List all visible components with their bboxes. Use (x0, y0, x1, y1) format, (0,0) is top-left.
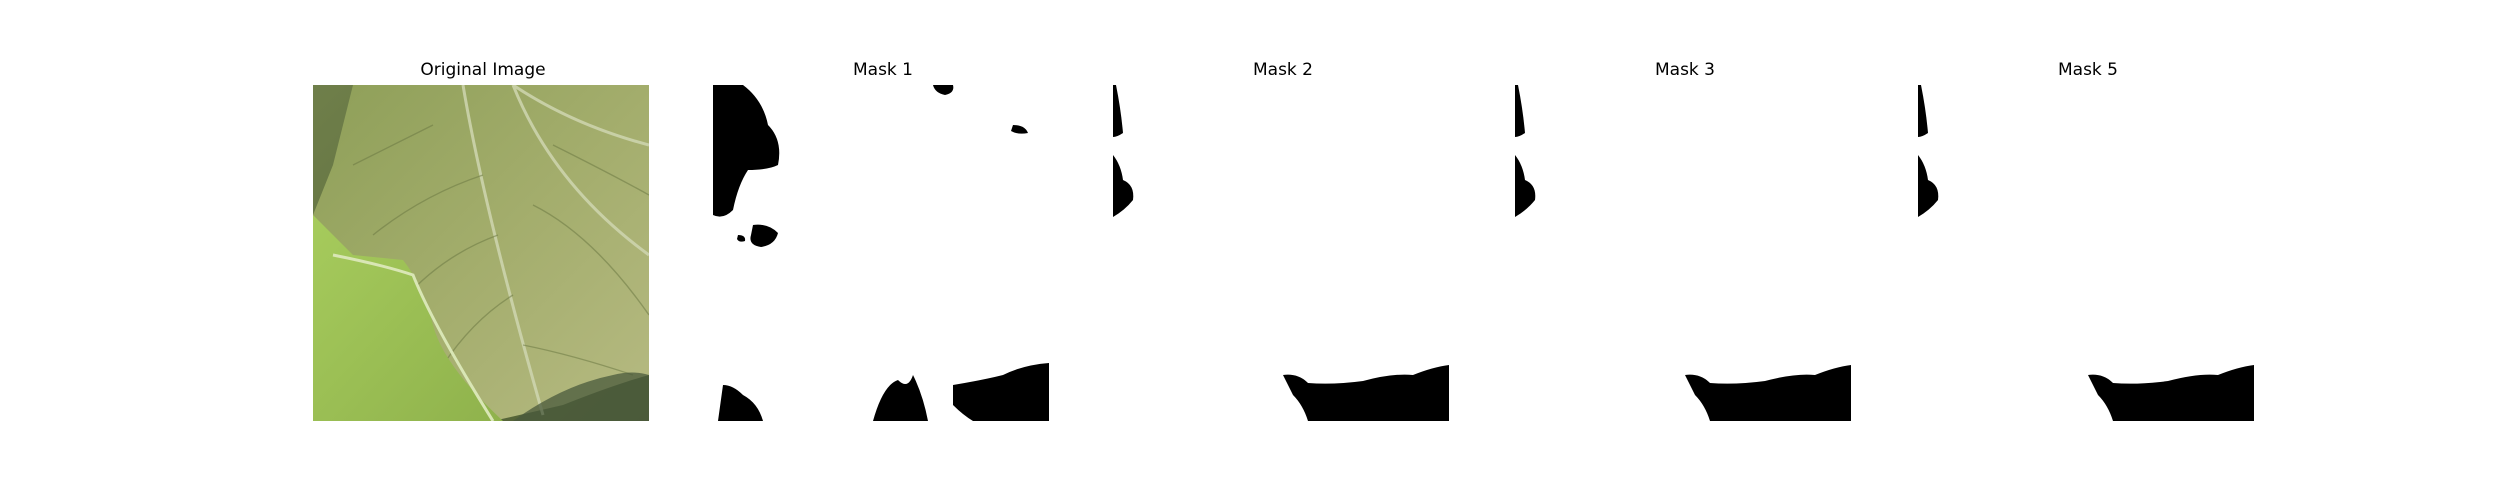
panel-title-mask5: Mask 5 (2057, 60, 2118, 80)
panel-title-original: Original Image (420, 60, 546, 80)
mask5-image (1918, 85, 2254, 421)
mask2-image (1113, 85, 1449, 421)
original-image (313, 85, 649, 421)
panel-title-mask3: Mask 3 (1654, 60, 1715, 80)
panel-title-mask1: Mask 1 (852, 60, 913, 80)
mask3-image (1515, 85, 1851, 421)
panel-title-mask2: Mask 2 (1252, 60, 1313, 80)
mask1-image (713, 85, 1049, 421)
